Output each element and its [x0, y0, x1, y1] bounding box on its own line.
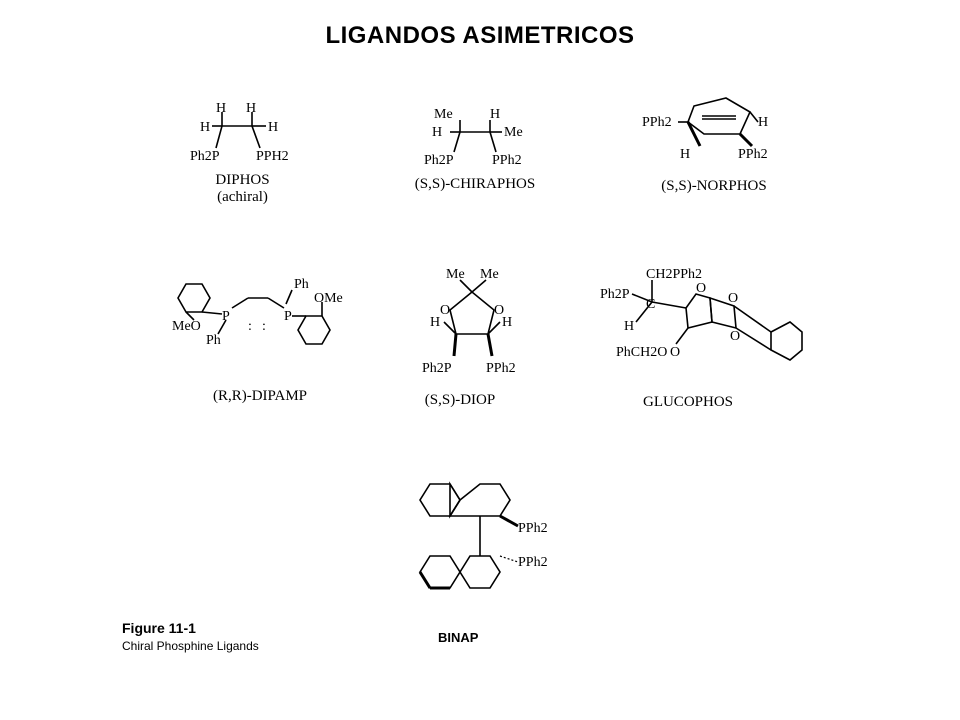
- page-title: LIGANDOS ASIMETRICOS: [325, 22, 635, 49]
- atom-p: P: [222, 309, 230, 324]
- atom-me: Me: [434, 107, 453, 122]
- atom-ph: Ph: [294, 277, 309, 292]
- atom-ph2p: Ph2P: [424, 153, 454, 168]
- atom-ph: Ph: [206, 333, 221, 348]
- diphos-structure: H H H H Ph2P PPH2: [190, 101, 289, 164]
- diop-name: (S,S)-DIOP: [424, 392, 496, 408]
- atom-o: O: [728, 291, 738, 306]
- atom-me: Me: [504, 125, 523, 140]
- atom-pph2: PPh2: [518, 521, 548, 536]
- diphos-note: (achiral): [217, 189, 268, 205]
- atom-h: H: [216, 101, 226, 116]
- svg-text::: :: [262, 319, 266, 334]
- atom-pph2: PPH2: [256, 149, 289, 164]
- atom-p: P: [284, 309, 292, 324]
- binap-name: BINAP: [438, 630, 479, 645]
- atom-o: O: [730, 329, 740, 344]
- atom-pph2: PPh2: [518, 555, 548, 570]
- atom-c: C: [646, 297, 655, 312]
- norphos-structure: PPh2 H H PPh2: [642, 97, 768, 162]
- atom-h: H: [430, 315, 440, 330]
- atom-h: H: [624, 319, 634, 334]
- figure-title: Figure 11-1: [122, 620, 196, 636]
- atom-h: H: [502, 315, 512, 330]
- atom-ph2p: Ph2P: [190, 149, 220, 164]
- atom-o: O: [440, 303, 450, 318]
- atom-ph2p: Ph2P: [422, 361, 452, 376]
- atom-o: O: [696, 281, 706, 296]
- diop-structure: Me Me O O H H Ph2P PPh2: [422, 267, 516, 376]
- svg-text::: :: [248, 319, 252, 334]
- chiraphos-structure: Me H H Me Ph2P PPh2: [424, 107, 523, 168]
- atom-ch2pph2: CH2PPh2: [646, 267, 702, 282]
- atom-pph2: PPh2: [486, 361, 516, 376]
- atom-h: H: [432, 125, 442, 140]
- atom-me: Me: [446, 267, 465, 282]
- binap-structure: PPh2 PPh2: [418, 481, 548, 590]
- norphos-name: (S,S)-NORPHOS: [661, 178, 767, 194]
- atom-h: H: [246, 101, 256, 116]
- chiraphos-name: (S,S)-CHIRAPHOS: [414, 176, 536, 192]
- atom-pph2: PPh2: [738, 147, 768, 162]
- atom-o: O: [670, 345, 680, 360]
- atom-phch2o: PhCH2O: [616, 345, 667, 360]
- atom-ph2p: Ph2P: [600, 287, 630, 302]
- atom-me: Me: [480, 267, 499, 282]
- atom-o: O: [494, 303, 504, 318]
- figure-caption: Chiral Phosphine Ligands: [122, 639, 259, 653]
- atom-ome: OMe: [314, 291, 343, 306]
- glucophos-name: GLUCOPHOS: [642, 394, 733, 410]
- atom-h: H: [490, 107, 500, 122]
- atom-meo: MeO: [172, 319, 201, 334]
- atom-h: H: [200, 120, 210, 135]
- atom-h: H: [268, 120, 278, 135]
- glucophos-structure: CH2PPh2 Ph2P C H O O O PhCH2O O: [600, 267, 803, 361]
- dipamp-name: (R,R)-DIPAMP: [212, 388, 308, 404]
- dipamp-structure: P P : : Ph OMe MeO Ph: [172, 277, 343, 348]
- atom-h: H: [680, 147, 690, 162]
- atom-pph2: PPh2: [492, 153, 522, 168]
- diphos-name: DIPHOS: [215, 172, 270, 188]
- atom-h: H: [758, 115, 768, 130]
- atom-pph2: PPh2: [642, 115, 672, 130]
